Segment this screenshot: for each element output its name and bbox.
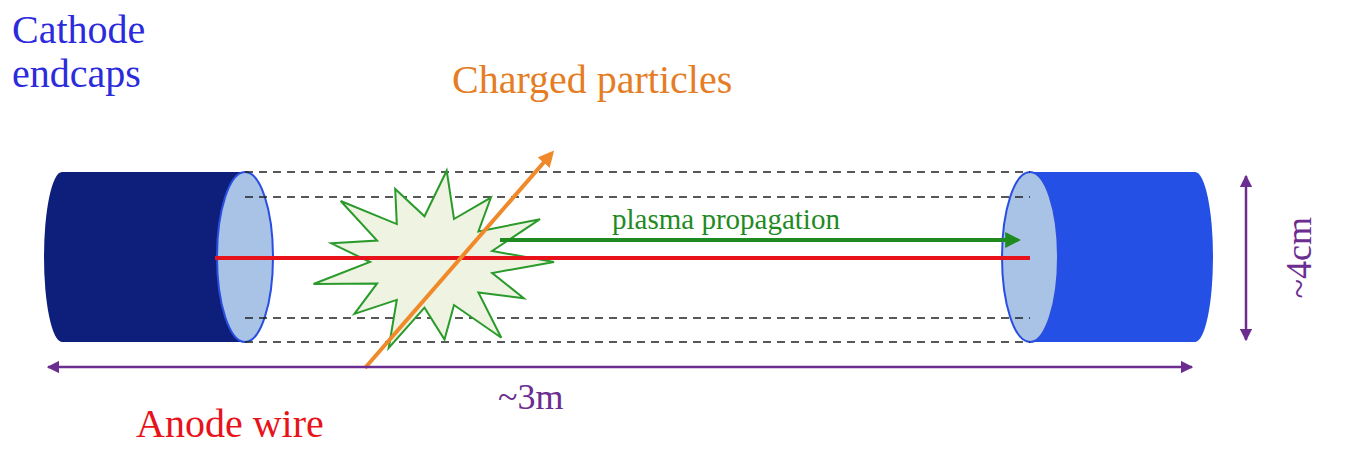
- plasma-arrow: [500, 238, 1018, 242]
- diameter-dimension: [1245, 176, 1248, 340]
- anode-wire: [215, 256, 1030, 260]
- length-label: ~3m: [498, 378, 563, 418]
- endcap-label: Cathode endcaps: [12, 8, 242, 96]
- length-dimension: [48, 366, 1192, 369]
- right-endcap: [1002, 172, 1213, 342]
- particles-label: Charged particles: [452, 58, 732, 102]
- particle-track: [365, 153, 552, 368]
- diameter-label: ~4cm: [1280, 217, 1320, 298]
- propagation-label: plasma propagation: [612, 204, 840, 236]
- wire-label: Anode wire: [136, 402, 324, 446]
